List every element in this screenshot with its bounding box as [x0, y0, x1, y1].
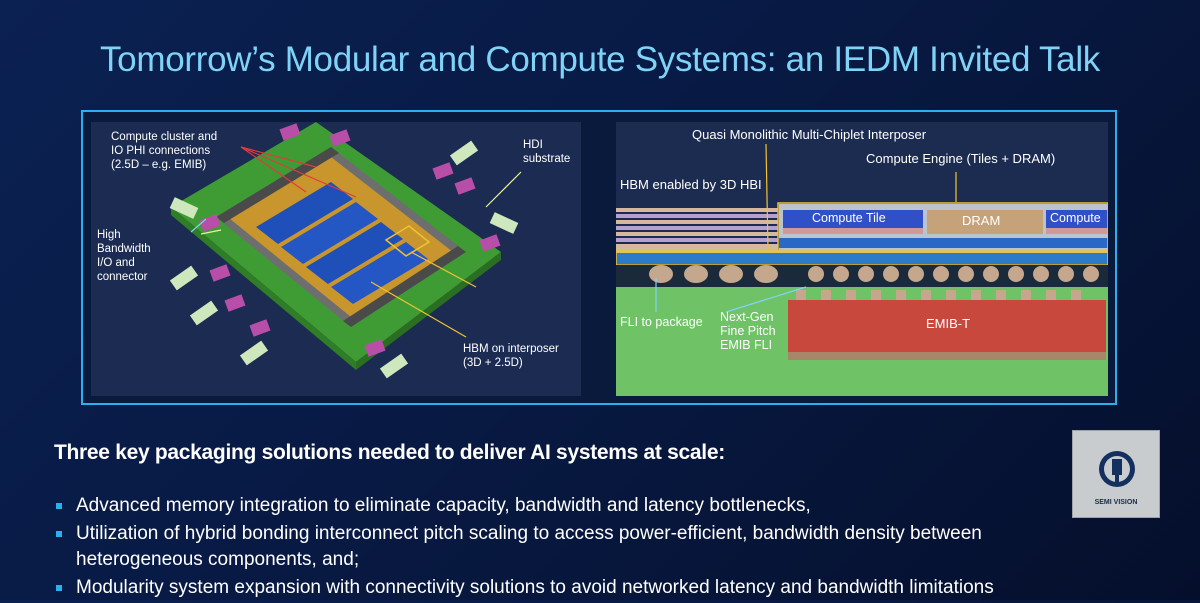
label-compute-engine: Compute Engine (Tiles + DRAM): [866, 151, 1056, 166]
bullet-list: Advanced memory integration to eliminate…: [54, 493, 1064, 603]
label-high-bandwidth: High Bandwidth I/O and connector: [97, 229, 151, 283]
label-dram: DRAM: [962, 213, 1001, 228]
cross-section-panel: Quasi Monolithic Multi-Chiplet Interpose…: [616, 122, 1108, 396]
hbm-stack: [616, 208, 778, 250]
compute-cluster-stripes: [256, 182, 428, 304]
bullet-item: Utilization of hybrid bonding interconne…: [54, 521, 1064, 573]
label-hbm-interposer: HBM on interposer (3D + 2.5D): [463, 343, 559, 369]
semi-vision-logo: SEMI VISION: [1072, 430, 1160, 518]
cross-section-diagram: [616, 143, 1108, 396]
logo-text: SEMI VISION: [1094, 499, 1138, 506]
label-compute-partial: Compute: [1050, 211, 1101, 225]
label-hbm-3d: HBM enabled by 3D HBI: [620, 177, 762, 192]
interposer-layer: [616, 252, 1108, 264]
label-emib-t: EMIB-T: [926, 316, 971, 331]
package-diagram-panel: Compute cluster and IO PHI connections (…: [91, 122, 581, 396]
label-compute-tile: Compute Tile: [812, 211, 886, 225]
io-connectors: [169, 123, 519, 379]
bullet-item: Modularity system expansion with connect…: [54, 575, 1064, 601]
bullet-item: Advanced memory integration to eliminate…: [54, 493, 1064, 519]
dram-block: [927, 210, 1043, 234]
semi-vision-logo-icon: [1099, 451, 1135, 487]
label-compute-cluster: Compute cluster and IO PHI connections (…: [111, 131, 218, 171]
label-hdi-substrate: HDI substrate: [523, 139, 571, 165]
section-heading: Three key packaging solutions needed to …: [54, 441, 725, 464]
emib-t-block: [788, 300, 1106, 352]
compute-tile-block: [783, 210, 923, 228]
package-diagram: [169, 122, 522, 379]
compute-block-partial: [1046, 210, 1108, 228]
page-title: Tomorrow’s Modular and Compute Systems: …: [99, 40, 1100, 79]
label-quasi-monolithic: Quasi Monolithic Multi-Chiplet Interpose…: [692, 127, 927, 142]
label-fli-package: FLI to package: [620, 315, 703, 329]
interconnect-bumps: [616, 265, 1108, 287]
label-next-gen-emib: Next-Gen Fine Pitch EMIB FLI: [720, 310, 776, 352]
figure-frame: Compute cluster and IO PHI connections (…: [81, 110, 1117, 405]
